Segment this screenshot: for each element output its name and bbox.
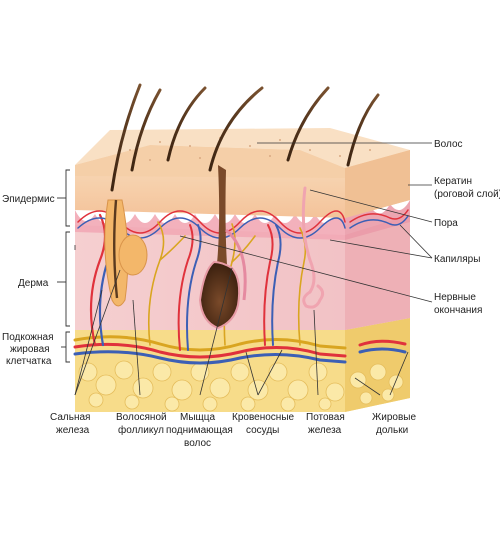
label-nerve-endings: Нервные [434,292,476,303]
label-subcutaneous: Подкожная [2,332,54,343]
label-muscle-2: поднимающая [166,425,233,436]
label-vessels-2: сосуды [246,425,279,436]
label-sweat-2: железа [308,425,342,436]
hair-5 [286,86,330,162]
sweat-gland [301,186,325,309]
surface-dots [129,137,371,161]
layer-brackets [57,169,70,363]
label-fat-lobules: Жировые [372,412,416,423]
hair-6 [346,93,380,167]
label-keratin: Кератин [434,176,472,187]
label-subcutaneous-2: жировая [10,344,50,355]
label-capillaries: Капиляры [434,254,480,265]
hair-1 [104,83,148,307]
label-sebaceous-2: железа [56,425,90,436]
label-sweat: Потовая [306,412,345,423]
label-muscle-3: волос [184,438,211,449]
label-follicle-2: фолликул [118,424,164,436]
label-nerve-endings-2: окончания [434,305,482,316]
label-epidermis: Эпидермис [2,194,55,205]
label-vessels: Кровеносные [232,412,295,423]
label-muscle: Мыщца [180,412,215,423]
fat-layer [75,318,410,412]
label-keratin-sub: (роговой слой) [434,189,500,200]
leader-lines [74,142,433,396]
label-subcutaneous-3: клетчатка [6,356,52,367]
hair-4 [198,86,264,330]
label-dermis: Дерма [18,278,49,289]
dermis-layer [75,200,410,330]
label-fat-lobules-2: дольки [376,425,408,436]
hair-2 [130,88,162,172]
label-hair: Волос [434,139,463,150]
hair-3 [166,86,207,162]
label-sebaceous: Сальная [50,412,90,423]
label-follicle: Волосяной [116,412,167,423]
label-pore: Пора [434,218,458,229]
epidermis-layer [75,128,410,218]
